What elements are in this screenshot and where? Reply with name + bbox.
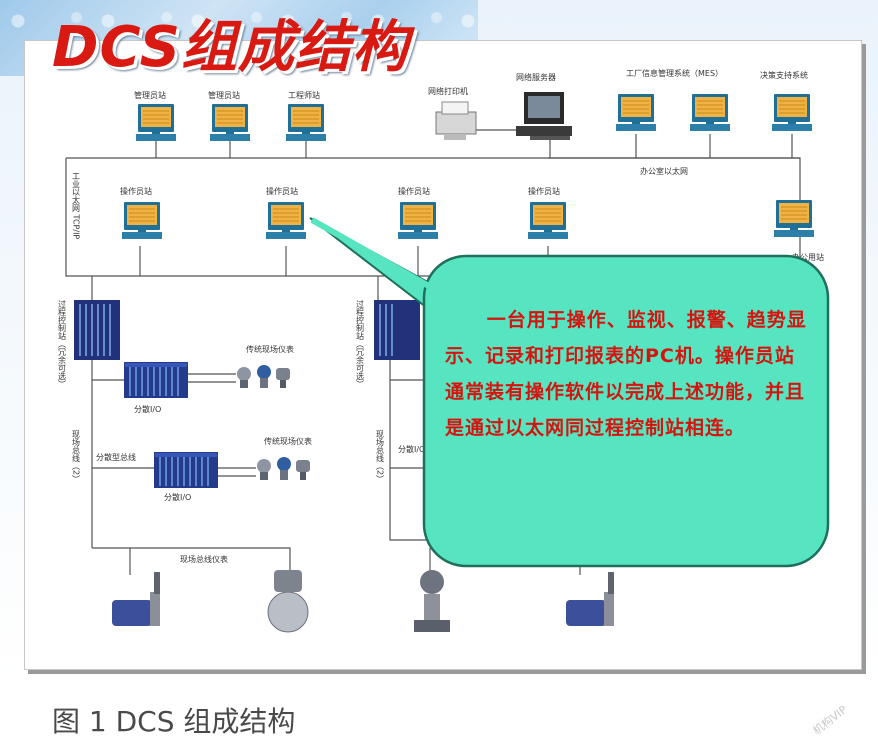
operator-station-2-monitor: [265, 201, 307, 240]
admin-station-1-monitor: [135, 103, 177, 142]
figure-caption: 图 1 DCS 组成结构: [52, 705, 296, 738]
conventional-1-label: 传统现场仪表: [246, 344, 294, 354]
admin-station-1-label: 管理员站: [134, 90, 166, 100]
decision-support-monitor: [771, 93, 813, 132]
field-bus-1-label: 现场总线（2）: [72, 430, 81, 483]
callout-bubble: [309, 217, 830, 568]
field-bus-2-label: 现场总线（2）: [376, 430, 385, 483]
remote-io-2-label: 分散I/O: [164, 492, 191, 502]
operator-station-4-label: 操作员站: [528, 186, 560, 196]
distributed-io-3-label: 分散I/O: [398, 444, 425, 454]
conventional-instruments-1: [237, 365, 290, 388]
operator-station-3-label: 操作员站: [398, 186, 430, 196]
fieldbus-instruments-label: 现场总线仪表: [180, 554, 228, 564]
office-station-monitor: [773, 199, 815, 238]
office-ethernet-label: 办公室以太网: [640, 166, 688, 176]
process-control-2-label: 过程控制站（冗余可选）: [356, 299, 365, 388]
industrial-ethernet-label: 工业以太网 TCP/IP: [72, 172, 81, 239]
mes-monitor: [615, 93, 657, 132]
watermark: 机构VIP: [810, 703, 850, 738]
mes-label: 工厂信息管理系统（MES）: [626, 68, 723, 78]
operator-station-1-monitor: [121, 201, 163, 240]
conventional-2-label: 传统现场仪表: [264, 436, 312, 446]
process-control-1-label: 过程控制站（冗余可选）: [58, 299, 67, 388]
office-station-label: 办公用站: [792, 252, 824, 262]
mes-monitor-2: [689, 93, 731, 132]
server-icon: [516, 92, 572, 140]
network-server-label: 网络服务器: [516, 72, 556, 82]
fieldbus-transmitter: [267, 570, 309, 633]
printer-icon: [435, 101, 477, 140]
operator-station-2-label: 操作员站: [266, 186, 298, 196]
remote-io-1-label: 分散I/O: [134, 404, 161, 414]
fieldbus-valve-2: [566, 572, 614, 626]
fieldbus-flowmeter: [414, 570, 450, 632]
conventional-instruments-2: [257, 457, 310, 480]
remote-io-rack-1: [123, 361, 189, 399]
network-printer-label: 网络打印机: [428, 86, 468, 96]
operator-station-1-label: 操作员站: [120, 186, 152, 196]
engineer-station-label: 工程师站: [288, 90, 320, 100]
network-diagram: 管理员站 管理员站 工程师站 网络打印机 网络服务器 工厂信息管理系统（MES）…: [58, 68, 830, 633]
remote-io-rack-2: [153, 451, 219, 489]
distributed-bus-label: 分散型总线: [96, 452, 136, 462]
callout-text: 一台用于操作、监视、报警、趋势显示、记录和打印报表的PC机。操作员站通常装有操作…: [445, 309, 807, 439]
fieldbus-valve-1: [112, 572, 160, 626]
process-control-cabinet-1: [74, 300, 120, 360]
admin-station-2-label: 管理员站: [208, 90, 240, 100]
decision-support-label: 决策支持系统: [760, 70, 808, 80]
admin-station-2-monitor: [209, 103, 251, 142]
slide-title: DCS组成结构: [52, 15, 409, 80]
operator-station-4-monitor: [527, 201, 569, 240]
operator-station-3-monitor: [397, 201, 439, 240]
engineer-station-monitor: [285, 103, 327, 142]
process-control-cabinet-2: [374, 300, 420, 360]
